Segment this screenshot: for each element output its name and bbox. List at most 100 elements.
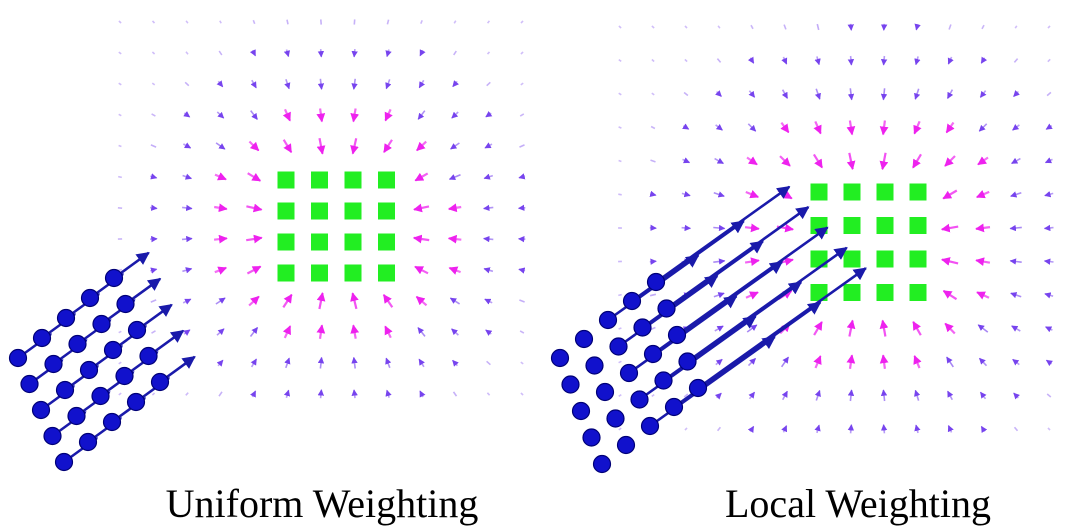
field-arrow	[1013, 426, 1019, 432]
field-arrow	[150, 173, 158, 180]
source-point	[79, 360, 99, 380]
field-arrow	[385, 389, 392, 398]
field-arrow	[941, 257, 959, 266]
source-point	[571, 401, 591, 421]
field-arrow	[414, 265, 429, 275]
field-arrow	[351, 389, 358, 399]
caption-uniform-weighting: Uniform Weighting	[166, 481, 479, 526]
field-arrow	[940, 223, 959, 233]
field-arrow	[944, 322, 956, 335]
field-arrow	[947, 425, 954, 433]
field-arrow	[779, 155, 791, 167]
source-point	[630, 390, 649, 409]
field-arrow	[1012, 358, 1020, 366]
field-arrow	[151, 113, 156, 117]
field-arrow	[450, 142, 460, 150]
field-arrow	[248, 295, 260, 307]
source-point	[640, 416, 660, 436]
source-point	[646, 272, 666, 292]
field-arrow	[485, 329, 493, 336]
field-arrow	[118, 392, 122, 396]
field-arrow	[451, 111, 459, 119]
field-arrow	[283, 49, 290, 58]
field-arrow	[483, 267, 494, 274]
source-point	[595, 382, 615, 402]
target-marker	[277, 202, 295, 220]
source-point	[115, 366, 134, 386]
field-arrow	[250, 390, 257, 398]
field-arrow	[282, 139, 293, 154]
field-arrow	[816, 23, 820, 31]
source-point	[31, 400, 51, 420]
field-arrow	[151, 51, 156, 55]
field-arrow	[715, 124, 723, 131]
field-arrow	[214, 266, 228, 275]
source-point	[54, 452, 74, 472]
source-point	[606, 409, 625, 428]
field-arrow	[978, 357, 988, 367]
target-marker	[909, 183, 927, 201]
field-arrow	[651, 58, 655, 63]
source-point	[32, 328, 52, 348]
field-arrow	[316, 292, 326, 310]
field-arrow	[847, 389, 855, 402]
field-arrow	[150, 299, 157, 303]
field-arrow	[1044, 191, 1054, 198]
target-marker	[909, 284, 927, 301]
field-arrow	[912, 153, 922, 169]
field-arrow	[781, 425, 788, 433]
field-arrow	[1009, 224, 1022, 232]
target-marker	[277, 233, 295, 251]
target-marker	[876, 217, 894, 234]
source-point	[80, 288, 100, 308]
source-point	[664, 397, 684, 417]
field-arrow	[282, 108, 292, 122]
source-point	[127, 320, 147, 340]
field-arrow	[618, 193, 622, 196]
field-arrow	[980, 425, 988, 433]
source-point	[78, 432, 98, 452]
field-arrow	[382, 294, 394, 308]
field-arrow	[716, 426, 722, 432]
field-arrow	[1043, 258, 1054, 265]
field-arrow	[975, 189, 990, 199]
field-arrow	[416, 140, 427, 152]
field-arrow	[350, 324, 360, 339]
field-arrow	[746, 156, 758, 166]
field-arrow	[419, 390, 426, 398]
field-arrow	[250, 110, 258, 120]
field-arrow	[518, 267, 526, 274]
source-point	[582, 428, 601, 447]
field-arrow	[683, 91, 689, 97]
source-point	[68, 334, 87, 354]
source-point	[667, 325, 687, 345]
field-arrow	[847, 55, 855, 66]
field-arrow	[216, 80, 224, 88]
field-arrow	[385, 49, 392, 58]
field-arrow	[151, 392, 156, 396]
field-arrow	[118, 175, 122, 179]
field-arrow	[316, 324, 326, 339]
field-arrow	[1045, 359, 1053, 367]
field-arrow	[183, 329, 191, 336]
field-arrow	[216, 328, 225, 336]
field-arrow	[846, 354, 856, 369]
field-arrow	[814, 424, 821, 434]
source-points-uniform	[8, 251, 196, 472]
field-arrow	[182, 173, 193, 180]
field-arrow	[618, 427, 622, 431]
field-arrow	[418, 79, 425, 89]
field-arrow	[618, 58, 622, 63]
source-points-local	[550, 185, 867, 474]
field-arrow	[246, 203, 263, 213]
field-arrow	[351, 356, 358, 369]
field-arrow	[519, 330, 525, 334]
field-arrow	[250, 79, 257, 89]
field-arrow	[452, 391, 458, 397]
target-marker	[311, 202, 328, 220]
target-marker	[843, 284, 861, 301]
source-point	[550, 348, 570, 368]
field-arrow	[452, 359, 459, 367]
field-arrow	[618, 394, 622, 397]
